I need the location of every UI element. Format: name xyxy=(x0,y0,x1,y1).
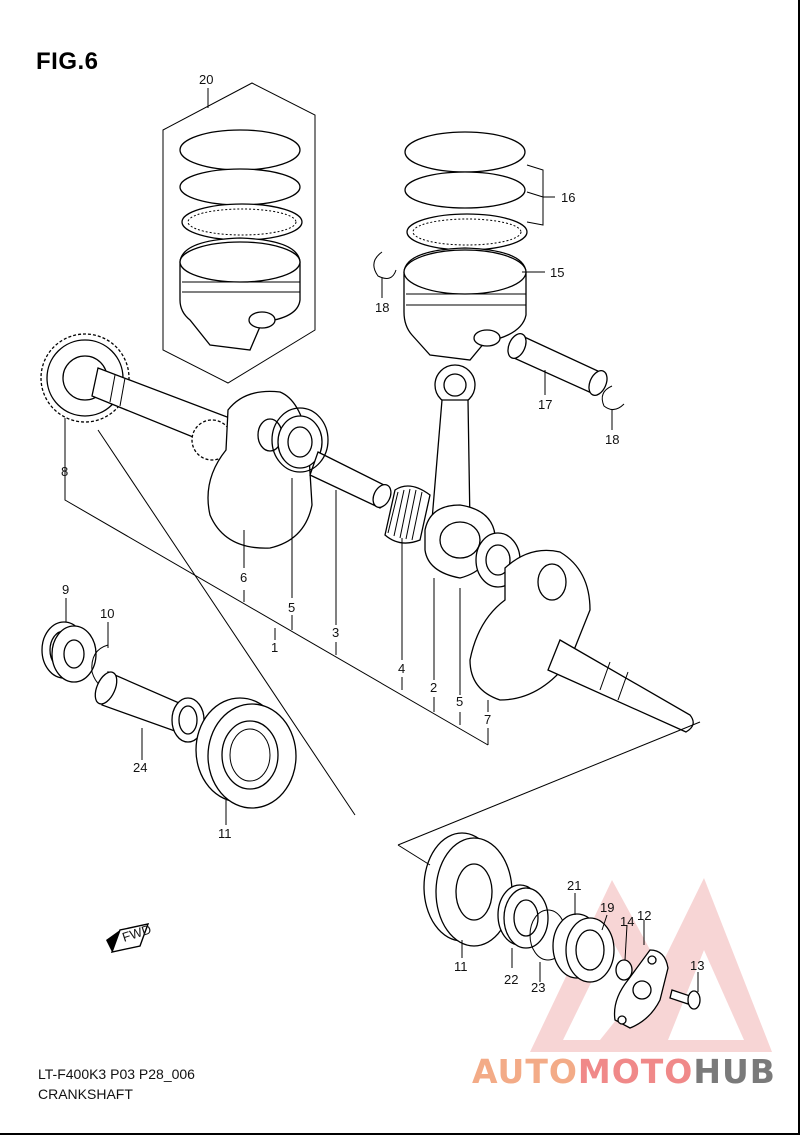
callout-20: 20 xyxy=(199,72,213,87)
callout-2: 2 xyxy=(430,680,437,695)
callout-18-top: 18 xyxy=(375,300,389,315)
piston-pin xyxy=(507,333,608,396)
callout-14: 14 xyxy=(620,914,634,929)
figure-title: FIG.6 xyxy=(36,48,99,75)
callout-10: 10 xyxy=(100,606,114,621)
needle-bearing xyxy=(384,485,431,544)
leader-lines xyxy=(64,418,701,992)
callout-11-left: 11 xyxy=(218,826,232,841)
callout-4: 4 xyxy=(398,661,405,676)
fwd-arrow: FWD xyxy=(106,921,153,953)
callout-9: 9 xyxy=(62,582,69,597)
piston-kit-box xyxy=(162,82,316,384)
callout-22: 22 xyxy=(504,972,518,987)
callout-15: 15 xyxy=(550,265,564,280)
callout-18-right: 18 xyxy=(605,432,619,447)
callout-12: 12 xyxy=(637,908,651,923)
circlip-right xyxy=(601,385,625,410)
callout-7: 7 xyxy=(484,712,491,727)
callout-21: 21 xyxy=(567,878,581,893)
watermark-auto: AUTO xyxy=(472,1052,578,1091)
watermark-text: AUTOMOTOHUB xyxy=(472,1052,776,1091)
piston-and-rings xyxy=(403,131,555,361)
bearing-22 xyxy=(497,884,549,949)
callout-11-right: 11 xyxy=(454,959,468,974)
callout-6: 6 xyxy=(240,570,247,585)
oil-seal xyxy=(552,913,615,983)
circlip-left xyxy=(373,251,397,279)
o-ring-14 xyxy=(615,959,633,981)
callout-24: 24 xyxy=(133,760,147,775)
crank-pin xyxy=(309,451,392,509)
callout-17: 17 xyxy=(538,397,552,412)
callout-8: 8 xyxy=(61,464,68,479)
callout-3: 3 xyxy=(332,625,339,640)
crankshaft-right xyxy=(469,549,694,733)
crankshaft-left xyxy=(40,333,323,549)
callout-13: 13 xyxy=(690,958,704,973)
thrust-washer-left xyxy=(271,407,329,473)
watermark-moto: MOTO xyxy=(577,1052,694,1091)
diagram-caption: CRANKSHAFT xyxy=(38,1086,133,1102)
main-bearing-right xyxy=(423,832,513,947)
callout-16: 16 xyxy=(561,190,575,205)
retainer-plate xyxy=(613,949,669,1029)
callout-19: 19 xyxy=(600,900,614,915)
callout-23: 23 xyxy=(531,980,545,995)
connecting-rod xyxy=(424,364,496,579)
model-code: LT-F400K3 P03 P28_006 xyxy=(38,1066,195,1082)
watermark-hub: HUB xyxy=(693,1052,776,1091)
callout-labels: 20 16 15 18 17 18 8 6 5 3 1 4 2 5 7 9 10… xyxy=(61,72,704,995)
small-bearing xyxy=(41,621,97,683)
main-bearing-left xyxy=(195,697,297,809)
callout-1: 1 xyxy=(271,640,278,655)
callout-5-left: 5 xyxy=(288,600,295,615)
callout-5-right: 5 xyxy=(456,694,463,709)
screw xyxy=(669,989,701,1010)
sleeve xyxy=(94,671,205,743)
